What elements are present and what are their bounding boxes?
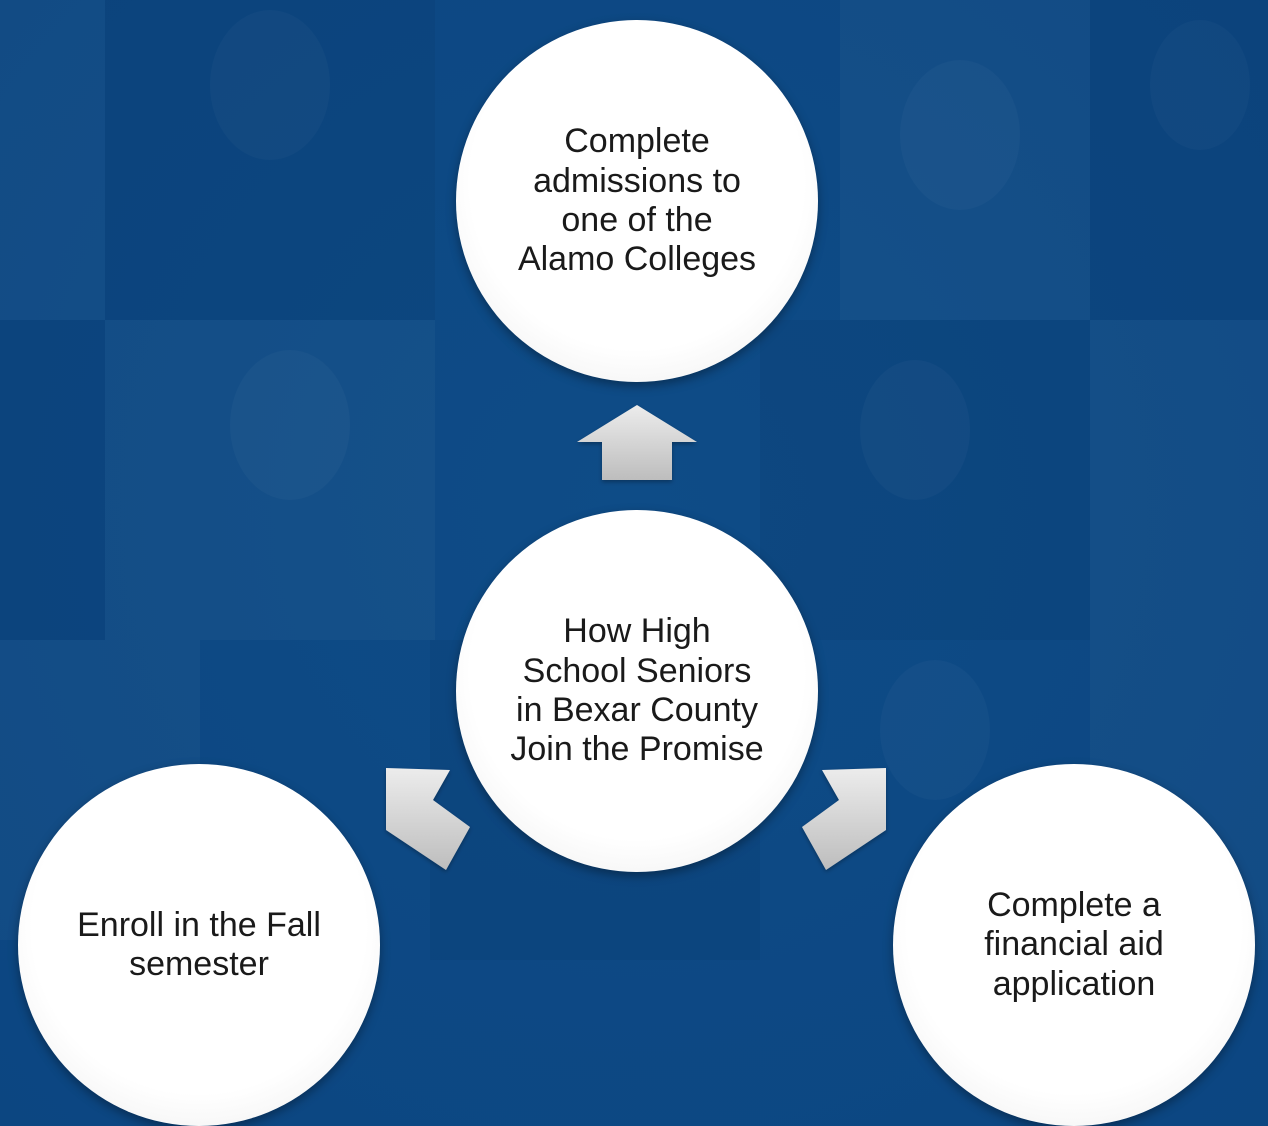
center-label: How High School Seniors in Bexar County … [510,612,764,769]
background-tile [840,0,1090,320]
background-tile [0,320,105,640]
step-label: Complete admissions to one of the Alamo … [517,122,757,279]
step-label: Complete a financial aid application [984,885,1164,1003]
background-tile [1090,0,1268,320]
background-tile [760,320,1090,640]
step-label: Enroll in the Fall semester [77,905,321,983]
background-tile [105,320,435,640]
background-tile [105,0,435,320]
step-node-admissions: Complete admissions to one of the Alamo … [456,20,818,382]
center-node: How High School Seniors in Bexar County … [456,510,818,872]
background-tile [0,0,105,320]
background-tile [1090,320,1268,640]
step-node-enroll: Enroll in the Fall semester [18,764,380,1126]
step-node-financial-aid: Complete a financial aid application [893,764,1255,1126]
